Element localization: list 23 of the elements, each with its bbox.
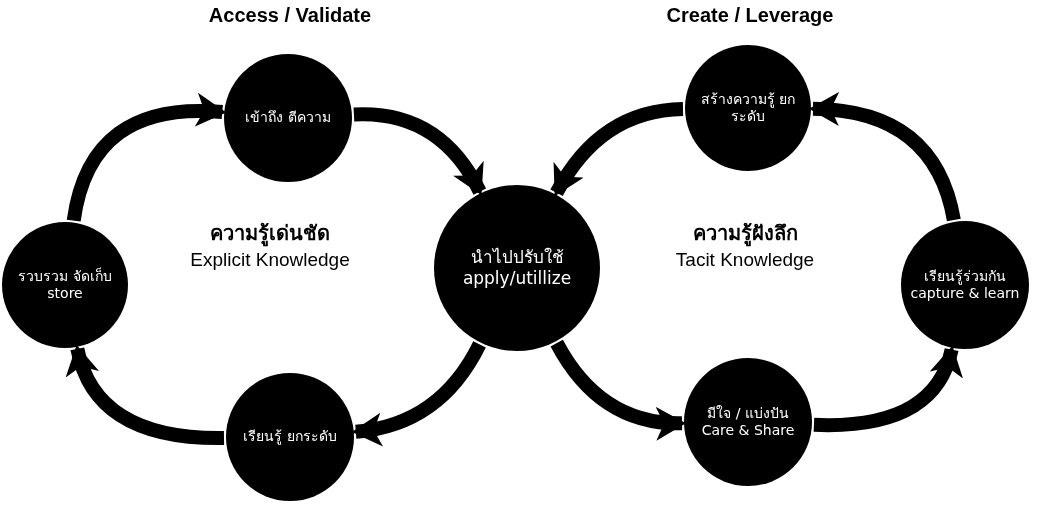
curved-arrow	[550, 101, 684, 197]
knowledge-label: ความรู้ฝังลึก	[660, 220, 830, 246]
curved-arrow	[813, 345, 962, 433]
heading: Create / Leverage	[665, 3, 835, 28]
node-text: นำไปปรับใช้	[470, 246, 564, 268]
node-text: apply/utillize	[462, 268, 572, 290]
curved-arrow	[67, 344, 225, 445]
curved-arrow	[550, 339, 686, 440]
curved-arrow	[809, 93, 961, 222]
heading: Access / Validate	[207, 3, 373, 28]
node-text: รวบรวม จัดเก็บ	[18, 267, 112, 285]
node-text: capture & learn	[910, 285, 1020, 303]
node-text: เข้าถึง ตีความ	[245, 109, 331, 127]
curved-arrow	[353, 107, 486, 196]
knowledge-label: Explicit Knowledge	[189, 248, 351, 272]
node-text: เรียนรู้ร่วมกัน	[924, 267, 1006, 285]
knowledge-label: ความรู้เด่นชัด	[185, 220, 355, 246]
knowledge-label: Tacit Knowledge	[674, 248, 816, 272]
node-text: สร้างความรู้ ยกระดับ	[699, 90, 797, 126]
node-text: store	[47, 285, 83, 303]
node-text: Care & Share	[701, 422, 795, 440]
node-text: มีใจ / แบ่งปัน	[707, 404, 789, 422]
node-text: เรียนรู้ ยกระดับ	[243, 428, 337, 446]
